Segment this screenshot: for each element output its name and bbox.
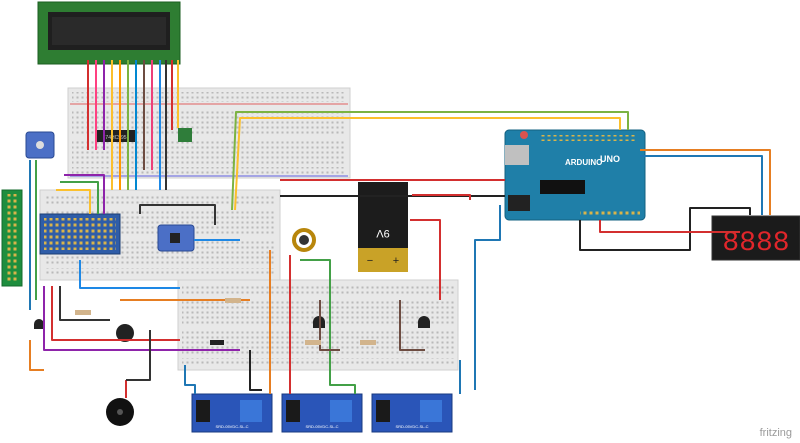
lcd-display [37,1,181,65]
battery-minus: − [367,255,373,267]
resistor-2 [305,340,321,345]
sensor-module-right [157,224,195,252]
arduino-uno: ARDUINO UNO [504,129,646,221]
relay-1-label: SRD-05VDC-SL-C [215,424,248,429]
rotary-knob [116,324,134,342]
wires [29,60,771,398]
raspberry-pi-board [1,189,23,287]
resistor-1 [225,298,241,303]
lcd-chip: 74HC595 [96,130,136,142]
gpio-breakout-board [39,213,121,255]
relay-3-label: SRD-05VDC-SL-C [395,424,428,429]
seven-segment-display: 8888 [711,215,800,261]
relay-module-1: SRD-05VDC-SL-C [191,393,273,433]
seven-segment-digits: 8888 [722,228,789,259]
led-ring [292,228,316,252]
relay-module-3: SRD-05VDC-SL-C [371,393,453,433]
potentiometer-top [178,128,192,142]
buzzer [106,398,134,426]
diode-1 [210,340,224,345]
sensor-module-left [25,131,55,159]
fritzing-watermark: fritzing [759,427,792,439]
transistor-2 [418,316,430,328]
arduino-model: UNO [600,154,620,164]
battery-voltage: 9V [376,227,390,239]
resistor-4 [75,310,91,315]
lcd-chip-label: 74HC595 [105,135,126,141]
relay-module-2: SRD-05VDC-SL-C [281,393,363,433]
battery-plus: + [393,255,399,267]
arduino-logo: ARDUINO [565,158,602,167]
transistor-3 [34,319,44,329]
relay-2-label: SRD-05VDC-SL-C [305,424,338,429]
resistor-3 [360,340,376,345]
